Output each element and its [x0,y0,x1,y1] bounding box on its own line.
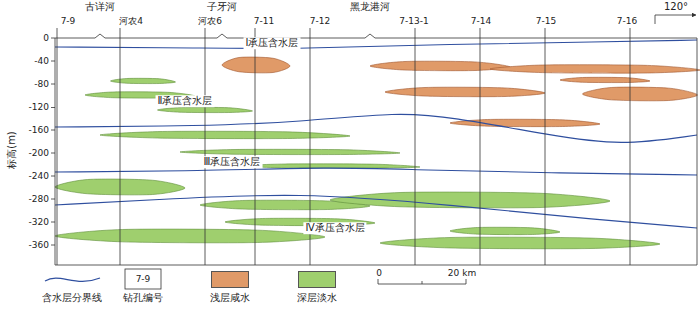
legend-text: 深层淡水 [297,292,337,304]
boundary-sample [45,278,100,281]
direction-label: 120° [664,1,688,13]
aquifer-name: Ⅱ承压含水层 [156,95,215,107]
axis-tick-label: -280 [29,194,49,204]
saline-lens [370,61,510,70]
aquifer-name: Ⅰ承压含水层 [244,37,301,49]
legend-swatch [298,271,336,288]
axis-title: 标高(m) [6,131,18,169]
frame-border [55,38,697,265]
legend-text: 含水层分界线 [42,292,102,304]
aquifer-boundary [55,168,697,175]
saline-lens [490,65,700,73]
fresh-lens [450,227,560,234]
ground-line [55,34,697,38]
aquifer-boundary [55,40,697,48]
axis-tick-label: -240 [29,171,49,181]
axis-tick-label: 0 [43,33,49,43]
scale-label: 20 km [448,268,476,278]
aquifer-name: Ⅲ承压含水层 [202,156,263,168]
scale-label: 0 [376,268,382,278]
axis-tick-label: -200 [29,148,49,158]
borehole-id: 河农6 [198,16,222,26]
saline-lens [450,119,600,126]
legend-text: 浅层咸水 [210,292,250,304]
axis-tick-label: -40 [34,56,49,66]
borehole-lines [57,28,630,265]
fresh-lens [55,229,325,243]
axis-tick-label: -160 [29,125,49,135]
borehole-id: 7-16 [617,16,637,26]
legend-text: 钻孔编号 [123,292,163,304]
axis-tick-label: -120 [29,102,49,112]
water-lenses [55,57,700,249]
legend-swatch [211,271,249,288]
fresh-lens [180,149,400,154]
frame [45,15,697,289]
saline-lens [583,87,698,101]
saline-lens [222,57,290,73]
borehole-id: 7-9 [61,16,76,26]
river-name: 黑龙港河 [350,1,390,13]
fresh-lens [380,237,660,249]
borehole-id: 7-13-1 [399,16,428,26]
aquifer-boundary [55,114,697,142]
axis-tick-label: -320 [29,217,49,227]
borehole-id: 7-15 [536,16,556,26]
saline-lens [560,77,650,82]
fresh-lens [330,192,610,208]
fresh-lens [100,131,350,138]
aquifer-boundaries [55,40,697,228]
scale-bar [378,279,466,284]
borehole-id: 河农4 [119,16,143,26]
axis-tick-label: -360 [29,240,49,250]
river-name: 子牙河 [207,1,237,13]
aquifer-boundary [55,195,697,228]
aquifer-name: Ⅳ承压含水层 [303,222,366,234]
borehole-id: 7-12 [310,16,330,26]
river-name: 古详河 [85,1,115,13]
fresh-lens [240,164,420,168]
axis-ticks [51,38,55,245]
direction-arrow [655,15,696,24]
borehole-id: 7-11 [254,16,274,26]
legend-sample-id: 7-9 [136,274,151,284]
borehole-id: 7-14 [471,16,491,26]
axis-tick-label: -80 [34,79,49,89]
saline-lens [385,87,545,96]
borehole-sample [125,269,161,289]
